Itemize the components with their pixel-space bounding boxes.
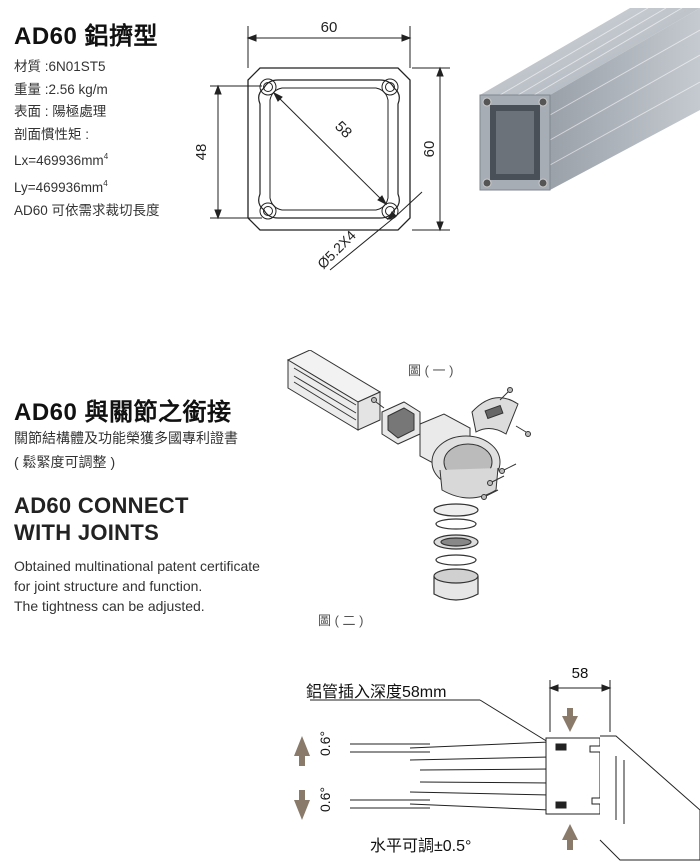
spec-material: 材質 :6N01ST5 xyxy=(14,59,106,74)
spec-ly: Ly=469936mm4 xyxy=(14,178,108,195)
horizontal-adjust-label: 水平可調±0.5° xyxy=(370,838,472,855)
dim-diagonal: 58 xyxy=(331,118,355,142)
section2-title-cn: AD60 與關節之銜接 xyxy=(14,399,232,426)
dim-top: 60 xyxy=(321,19,338,36)
spec-list: 材質 :6N01ST5 重量 :2.56 kg/m 表面 : 陽極處理 剖面慣性… xyxy=(14,56,160,222)
section2-title-en: AD60 CONNECT WITH JOINTS xyxy=(14,493,189,545)
spec-weight: 重量 :2.56 kg/m xyxy=(14,81,108,97)
joint-exploded-drawing xyxy=(286,350,531,601)
insertion-diagram: 0.6° 0.6° 58 xyxy=(294,665,700,861)
profile-3d-image xyxy=(479,7,700,191)
section2-desc-en: Obtained multinational patent certificat… xyxy=(14,558,260,614)
dim-left: 48 xyxy=(193,144,210,161)
spec-inertia-label: 剖面慣性矩 : xyxy=(14,126,90,142)
spec-lx: Lx=469936mm4 xyxy=(14,152,109,169)
figure-2-caption: 圖 ( 二 ) xyxy=(318,613,364,628)
section2-desc-cn-1: 關節結構體及功能榮獲多國專利證書 xyxy=(14,430,238,446)
spec-surface: 表面 : 陽極處理 xyxy=(14,104,107,120)
dim-58-label: 58 xyxy=(572,665,589,682)
insert-depth-label: 鋁管插入深度58mm xyxy=(306,684,447,701)
figure-1-caption: 圖 ( 一 ) xyxy=(408,363,454,378)
section1-title: AD60 鋁擠型 xyxy=(14,23,159,50)
angle-top-label: 0.6° xyxy=(317,731,333,756)
cross-section-drawing: 60 48 60 58 Ø5.2X4 xyxy=(193,19,450,272)
dim-right: 60 xyxy=(421,141,438,158)
section2-desc-cn-2: ( 鬆緊度可調整 ) xyxy=(14,454,116,470)
spec-cut-note: AD60 可依需求裁切長度 xyxy=(14,202,160,218)
angle-bottom-label: 0.6° xyxy=(317,787,333,812)
